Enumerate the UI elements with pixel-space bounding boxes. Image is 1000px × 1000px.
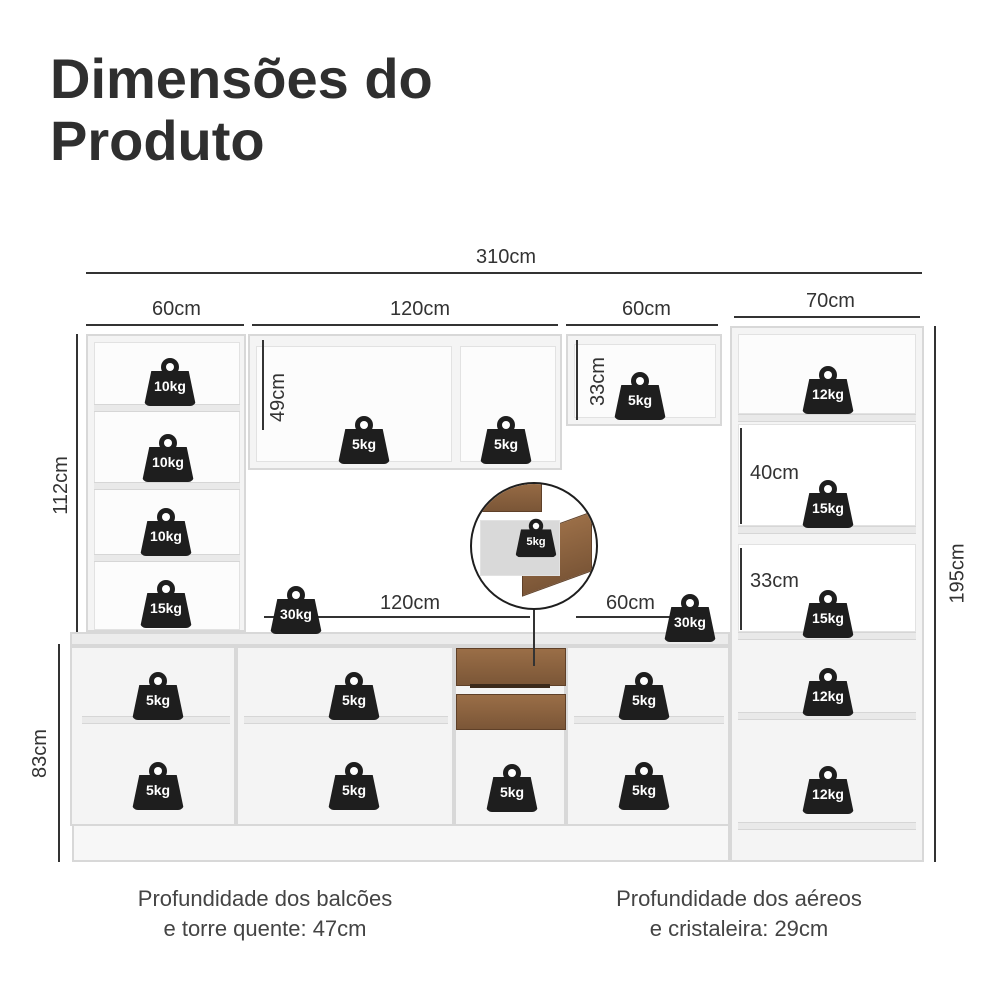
right-tower-shelf	[738, 822, 916, 830]
left-tower-width-line	[86, 324, 244, 326]
weight-icon: 10kg	[140, 508, 192, 556]
weight-icon: 10kg	[142, 434, 194, 482]
depth-note-counters-line2: e torre quente: 47cm	[163, 916, 367, 941]
weight-icon: 5kg	[515, 518, 557, 558]
weight-icon: 5kg	[338, 416, 390, 464]
depth-note-upper-line2: e cristaleira: 29cm	[649, 916, 829, 941]
weight-icon: 5kg	[614, 372, 666, 420]
niche-1-height-line	[740, 428, 742, 524]
depth-note-counters-line1: Profundidade dos balcões	[137, 886, 393, 911]
weight-icon: 5kg	[480, 416, 532, 464]
drawer-detail-front	[472, 484, 542, 512]
drawer-front[interactable]	[456, 648, 566, 686]
right-upper-height-label: 33cm	[586, 357, 609, 406]
total-height-line	[934, 326, 936, 862]
counter-right-width-line	[576, 616, 706, 618]
upper-mid-width-line	[252, 324, 558, 326]
weight-icon: 12kg	[802, 766, 854, 814]
weight-icon: 15kg	[802, 480, 854, 528]
weight-icon: 12kg	[802, 366, 854, 414]
counter-right-width-label: 60cm	[606, 592, 655, 614]
left-height-label: 112cm	[49, 456, 72, 515]
weight-icon: 5kg	[328, 762, 380, 810]
upper-right-width-line	[566, 324, 718, 326]
drawer-handle[interactable]	[470, 684, 550, 688]
weight-icon: 5kg	[486, 764, 538, 812]
weight-icon: 5kg	[132, 672, 184, 720]
weight-icon: 15kg	[140, 580, 192, 628]
right-tower-width-label: 70cm	[806, 290, 855, 312]
right-tower-width-line	[734, 316, 920, 318]
right-upper-height-line	[576, 340, 578, 420]
weight-icon: 5kg	[618, 762, 670, 810]
weight-icon: 12kg	[802, 668, 854, 716]
left-height-line	[76, 334, 78, 632]
total-height-label: 195cm	[946, 543, 969, 604]
depth-note-counters: Profundidade dos balcões e torre quente:…	[100, 884, 430, 944]
depth-note-upper: Profundidade dos aéreos e cristaleira: 2…	[574, 884, 904, 944]
weight-icon: 15kg	[802, 590, 854, 638]
counter-mid-width-label: 120cm	[380, 592, 441, 614]
left-tower-shelf	[94, 482, 240, 490]
counter-mid-width-line	[264, 616, 530, 618]
right-tower-shelf	[738, 414, 916, 422]
upper-right-width-label: 60cm	[622, 298, 671, 320]
drawer-callout-line	[533, 608, 535, 666]
upper-mid-width-label: 120cm	[390, 298, 451, 320]
total-width-line	[86, 272, 922, 274]
base-height-line	[58, 644, 60, 862]
total-width-label: 310cm	[476, 246, 537, 268]
plinth	[72, 824, 730, 862]
drawer-detail-bubble: 5kg	[470, 482, 598, 610]
weight-icon: 5kg	[618, 672, 670, 720]
weight-icon: 30kg	[664, 594, 716, 642]
upper-cabinet-height-label: 49cm	[266, 373, 289, 422]
weight-icon: 10kg	[144, 358, 196, 406]
niche-1-height-label: 40cm	[750, 462, 799, 484]
weight-icon: 5kg	[328, 672, 380, 720]
left-tower-width-label: 60cm	[152, 298, 201, 320]
weight-icon: 5kg	[132, 762, 184, 810]
counter-top	[70, 632, 730, 646]
depth-note-upper-line1: Profundidade dos aéreos	[616, 886, 862, 911]
base-height-label: 83cm	[28, 729, 51, 778]
weight-icon: 30kg	[270, 586, 322, 634]
niche-2-height-label: 33cm	[750, 570, 799, 592]
drawer-front[interactable]	[456, 694, 566, 730]
niche-2-height-line	[740, 548, 742, 630]
upper-cabinet-height-line	[262, 340, 264, 430]
